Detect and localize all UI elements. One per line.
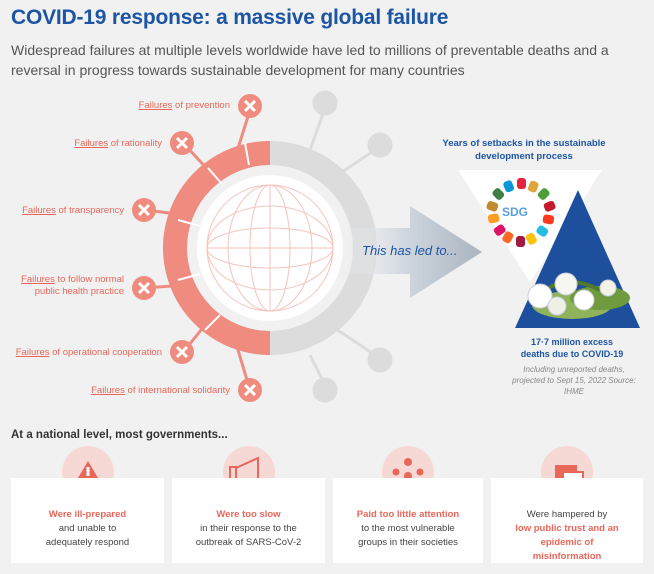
failure-label-transparency: Failures of transparency xyxy=(22,205,124,216)
page-title: COVID-19 response: a massive global fail… xyxy=(11,6,449,29)
failure-label-operational: Failures of operational cooperation xyxy=(15,347,162,358)
arrow-text: This has led to... xyxy=(362,243,458,258)
failure-x-icons xyxy=(132,94,262,402)
failure-label-prevention: Failures of prevention xyxy=(138,100,230,111)
excess-note: Including unreported deaths, projected t… xyxy=(512,365,636,396)
national-heading: At a national level, most governments... xyxy=(11,429,228,441)
card-too-slow: Were too slow in their response to the o… xyxy=(172,478,325,563)
sdg-triangle xyxy=(458,170,602,282)
card-highlight: Were ill-prepared xyxy=(48,509,127,520)
page-subtitle: Widespread failures at multiple levels w… xyxy=(11,42,609,78)
sdg-heading: Years of setbacks in the sustainable dev… xyxy=(442,138,606,162)
sdg-label: SDG xyxy=(502,205,529,219)
card-text: to the most vulnerable groups in their s… xyxy=(358,523,458,548)
arrow-shape xyxy=(330,206,482,298)
card-text: in their response to the outbreak of SAR… xyxy=(195,523,302,548)
failure-label-public-health: Failures to follow normal public health … xyxy=(21,274,124,297)
card-highlight: Were too slow xyxy=(216,509,281,520)
card-text: and unable to adequately respond xyxy=(45,523,130,548)
card-hampered: Were hampered by low public trust and an… xyxy=(491,478,643,563)
sdg-wheel-icon xyxy=(486,178,556,247)
excess-deaths: 17·7 million excess deaths due to COVID-… xyxy=(520,337,624,359)
card-highlight: Paid too little attention xyxy=(356,509,460,520)
card-highlight: low public trust and an epidemic of misi… xyxy=(515,523,619,562)
card-text: Were hampered by xyxy=(526,509,608,520)
card-ill-prepared: Were ill-prepared and unable to adequate… xyxy=(11,478,164,563)
failure-label-solidarity: Failures of international solidarity xyxy=(91,385,230,396)
card-little-attention: Paid too little attention to the most vu… xyxy=(333,478,483,563)
flowers-icon xyxy=(527,272,630,319)
failure-label-rationality: Failures of rationality xyxy=(74,138,162,149)
